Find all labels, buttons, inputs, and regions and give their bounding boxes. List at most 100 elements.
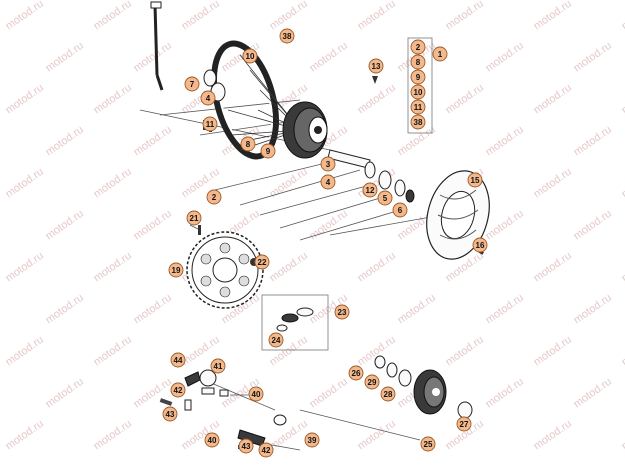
watermark-text: motod.ru [267,418,309,453]
callout-circle [204,432,220,448]
watermark-text: motod.ru [131,376,173,411]
callout-number: 4 [326,178,331,187]
part-callout: 4 [200,90,216,106]
callout-circle [200,90,216,106]
part-callout: 8 [240,136,256,152]
part-callout: 11 [202,116,218,132]
callout-number: 42 [262,446,271,455]
watermark-text: motod.ru [619,0,625,32]
callout-number: 7 [190,80,195,89]
part-callout: 9 [410,69,426,85]
watermark-text: motod.ru [267,250,309,285]
callout-circle [410,54,426,70]
callout-number: 16 [476,241,485,250]
callout-circle [240,136,256,152]
part-callout: 4 [320,174,336,190]
watermark-text: motod.ru [619,418,625,453]
chain-link [276,307,314,332]
watermark-text: motod.ru [131,40,173,75]
callout-circle [162,406,178,422]
callout-circle [268,332,284,348]
watermark-text: motod.ru [355,0,397,32]
part-callout: 42 [170,382,186,398]
part-callout: 39 [304,432,320,448]
part-callout: 6 [392,202,408,218]
callout-circle [348,365,364,381]
callout-circle [242,48,258,64]
watermark-text: motod.ru [443,334,485,369]
callout-number: 8 [246,140,251,149]
watermark-text: motod.ru [483,376,525,411]
part-callout: 42 [258,442,274,458]
callout-number: 1 [438,50,443,59]
callout-circle [320,174,336,190]
part-callout: 40 [204,432,220,448]
callout-number: 23 [338,308,347,317]
callout-circle [170,352,186,368]
watermark-text: motod.ru [395,292,437,327]
callout-circle [472,237,488,253]
part-callout: 25 [420,436,436,452]
callout-number: 6 [398,206,403,215]
watermark-text: motod.ru [307,40,349,75]
watermark-text: motod.ru [91,0,133,32]
watermark-text: motod.ru [531,82,573,117]
callout-circle [334,304,350,320]
callout-circle [410,99,426,115]
callout-circle [392,202,408,218]
callout-circle [377,190,393,206]
watermark-text: motod.ru [619,334,625,369]
callout-number: 11 [206,120,215,129]
watermark-text: motod.ru [355,418,397,453]
watermark-text: motod.ru [443,82,485,117]
callout-number: 15 [471,176,480,185]
callout-number: 21 [190,214,199,223]
callout-number: 38 [414,118,423,127]
watermark-text: motod.ru [483,124,525,159]
callout-number: 22 [258,258,267,267]
part-callout: 22 [254,254,270,270]
watermark-text: motod.ru [91,82,133,117]
callout-number: 2 [212,193,217,202]
watermark-text: motod.ru [43,124,85,159]
rear-sprocket [186,231,264,309]
part-callout: 3 [320,156,336,172]
chain-adjuster-parts [159,369,287,449]
watermark-text: motod.ru [619,250,625,285]
watermark-text: motod.ru [619,82,625,117]
callout-circle [170,382,186,398]
part-callout: 10 [242,48,258,64]
callout-number: 12 [366,186,375,195]
part-callout: 41 [210,358,226,374]
watermark-text: motod.ru [131,208,173,243]
callout-number: 3 [326,160,331,169]
callout-layer: 1289101138131074118923412561516382122192… [162,28,488,458]
watermark-text: motod.ru [3,0,45,32]
part-callout: 16 [472,237,488,253]
callout-circle [210,358,226,374]
callout-circle [410,69,426,85]
watermark-text: motod.ru [3,250,45,285]
part-callout: 9 [260,143,276,159]
watermark-text: motod.ru [91,166,133,201]
watermark-text: motod.ru [483,208,525,243]
part-callout: 44 [170,352,186,368]
part-callout: 7 [184,76,200,92]
part-callout: 11 [410,99,426,115]
watermark-text: motod.ru [43,208,85,243]
callout-number: 27 [460,420,469,429]
watermark-text: motod.ru [307,376,349,411]
watermark-text: motod.ru [531,250,573,285]
callout-circle [362,182,378,198]
callout-circle [420,436,436,452]
part-callout: 40 [248,386,264,402]
watermark-text: motod.ru [3,418,45,453]
callout-circle [184,76,200,92]
watermark-text: motod.ru [91,250,133,285]
part-callout: 2 [206,189,222,205]
bearings [203,69,415,203]
callout-circle [410,114,426,130]
part-callout: 13 [368,58,384,74]
callout-circle [254,254,270,270]
